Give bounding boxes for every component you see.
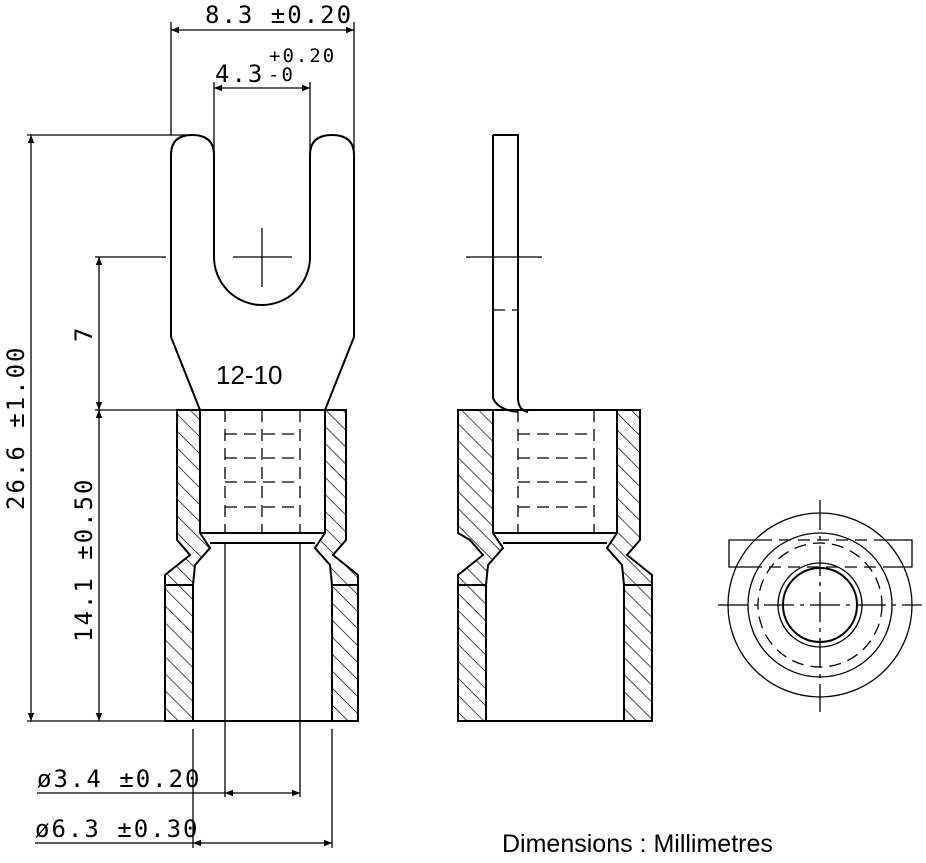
insulation-right-upper [313, 409, 359, 586]
end-view [718, 500, 922, 712]
dimensions: 8.3 ±0.20 4.3 +0.20 -0 26.6 ±1.00 7 14.1… [2, 1, 355, 848]
overall-length-dim: 26.6 ±1.00 [2, 346, 30, 511]
side-view [457, 134, 653, 722]
tongue-tab [728, 539, 913, 568]
fork-width-dim: 8.3 ±0.20 [205, 1, 353, 29]
outer-diameter-dim: ø6.3 ±0.30 [35, 815, 200, 843]
barrel-hidden-lines [224, 410, 301, 533]
stud-offset-dim: 7 [70, 326, 98, 342]
insulation-left-lower [164, 584, 194, 722]
units-note: Dimensions : Millimetres [502, 830, 773, 858]
insulation-left-upper [164, 409, 212, 586]
stud-center-crosshair [233, 228, 292, 287]
slot-width-dim: 4.3 [215, 60, 264, 88]
inner-diameter-dim: ø3.4 ±0.20 [37, 765, 202, 793]
slot-tol-lower: -0 [268, 64, 295, 86]
wire-size-label: 12-10 [216, 360, 283, 390]
slot-tol-upper: +0.20 [269, 45, 336, 67]
barrel-length-dim: 14.1 ±0.50 [70, 478, 98, 643]
front-view: 12-10 [164, 133, 359, 797]
insulation-right-lower [331, 584, 359, 722]
fork-outline [170, 133, 355, 411]
tongue-outline [492, 134, 529, 413]
